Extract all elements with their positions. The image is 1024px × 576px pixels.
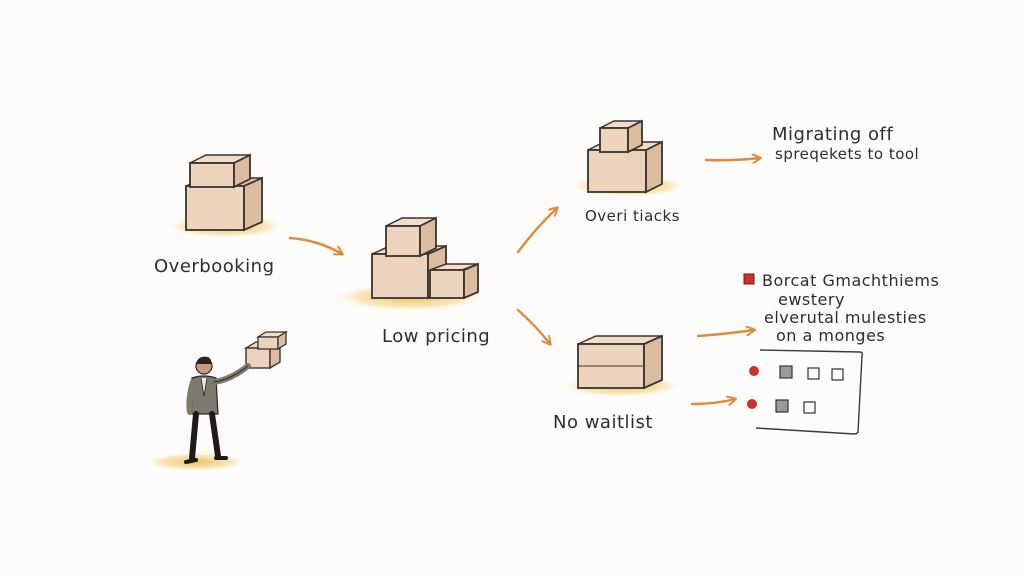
arrow-overbooking-to-pricing bbox=[288, 236, 342, 254]
no-waitlist-box-icon bbox=[564, 334, 680, 397]
arrow-waitlist-to-checklist bbox=[690, 399, 735, 404]
red-marker-dot bbox=[749, 366, 759, 376]
arrow-pricing-to-overtracks bbox=[516, 208, 557, 254]
red-marker-dot bbox=[747, 399, 757, 409]
red-square-marker bbox=[743, 273, 755, 285]
overbooking-box-stack-icon bbox=[168, 153, 284, 238]
overtracks-box-stack-icon bbox=[570, 119, 686, 197]
checkbox-empty bbox=[803, 401, 816, 414]
outcome-bottom-line4: on a monges bbox=[776, 326, 886, 345]
checkbox-filled bbox=[779, 365, 793, 379]
arrow-overtracks-to-outcome bbox=[704, 158, 760, 160]
outcome-bottom-line1: Borcat Gmachthiems bbox=[762, 271, 940, 290]
checkbox-filled bbox=[775, 399, 789, 413]
node-label-overtracks: Overi tiacks bbox=[585, 207, 681, 225]
outcome-bottom-line3: elverutal mulesties bbox=[764, 308, 927, 327]
node-label-no-waitlist: No waitlist bbox=[553, 412, 653, 433]
checkbox-empty bbox=[807, 367, 820, 380]
low-pricing-box-pile-icon bbox=[336, 216, 484, 311]
checkbox-empty bbox=[831, 368, 844, 381]
arrow-waitlist-to-outcome bbox=[696, 330, 754, 338]
checklist-panel bbox=[747, 349, 863, 435]
person-holding-boxes-icon bbox=[146, 330, 289, 471]
outcome-bottom-line2: ewstery bbox=[778, 290, 845, 309]
arrow-pricing-to-waitlist bbox=[516, 308, 550, 344]
outcome-top-line2: spreqekets to tool bbox=[775, 145, 920, 163]
node-label-overbooking: Overbooking bbox=[154, 256, 275, 277]
outcome-top-line1: Migrating off bbox=[772, 124, 894, 145]
node-label-low-pricing: Low pricing bbox=[382, 326, 491, 347]
